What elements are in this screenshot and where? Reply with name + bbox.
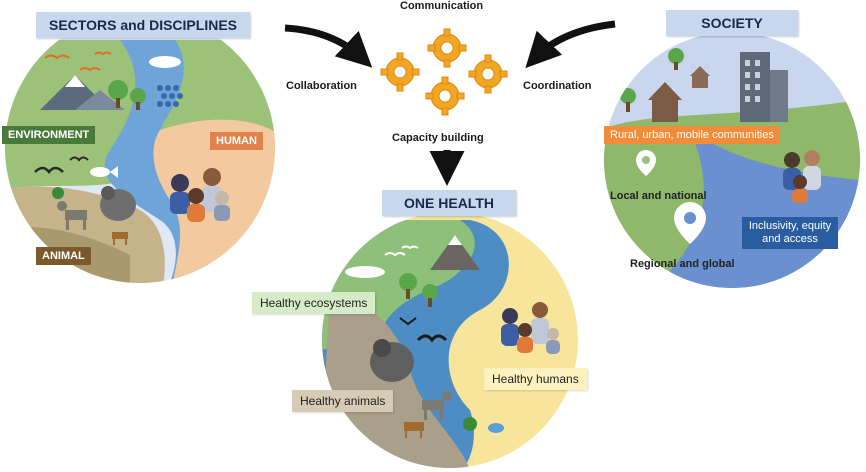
healthy-ecosystems-label: Healthy ecosystems [252, 292, 376, 314]
local-national-label: Local and national [610, 190, 707, 202]
communities-tag: Rural, urban, mobile communities [604, 126, 780, 144]
society-circle [604, 32, 860, 288]
environment-tag: ENVIRONMENT [2, 126, 96, 144]
one-health-title: ONE HEALTH [382, 190, 516, 216]
animal-tag: ANIMAL [36, 247, 91, 265]
healthy-humans-label: Healthy humans [484, 368, 587, 390]
arrow-from-sectors [284, 24, 373, 68]
regional-global-label: Regional and global [630, 258, 735, 270]
communication-label: Communication [400, 0, 484, 12]
healthy-animals-label: Healthy animals [292, 390, 394, 412]
capacity-building-label: Capacity building [392, 132, 484, 144]
gears-icon [380, 28, 508, 116]
one-health-circle [322, 212, 578, 468]
arrow-from-society [525, 20, 616, 69]
collaboration-label: Collaboration [286, 80, 357, 92]
inclusivity-tag: Inclusivity, equity and access [742, 217, 838, 249]
sectors-title: SECTORS and DISCIPLINES [36, 12, 250, 38]
society-title: SOCIETY [666, 10, 798, 36]
human-tag: HUMAN [210, 132, 263, 150]
coordination-label: Coordination [523, 80, 592, 92]
